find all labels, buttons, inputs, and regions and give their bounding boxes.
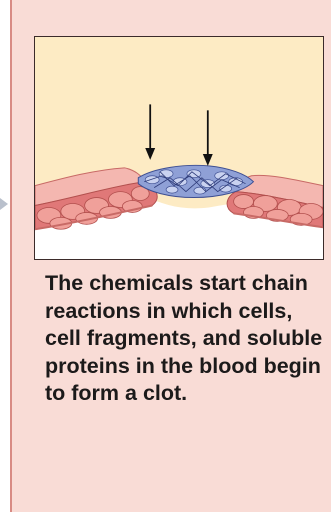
vessel-illustration [35,37,323,259]
step-panel: The chemicals start chain reactions in w… [10,0,331,512]
down-arrow-icon [145,104,155,159]
step-caption: The chemicals start chain reactions in w… [45,270,327,408]
clot-formation-illustration [34,36,324,260]
down-arrow-icon [203,110,213,165]
